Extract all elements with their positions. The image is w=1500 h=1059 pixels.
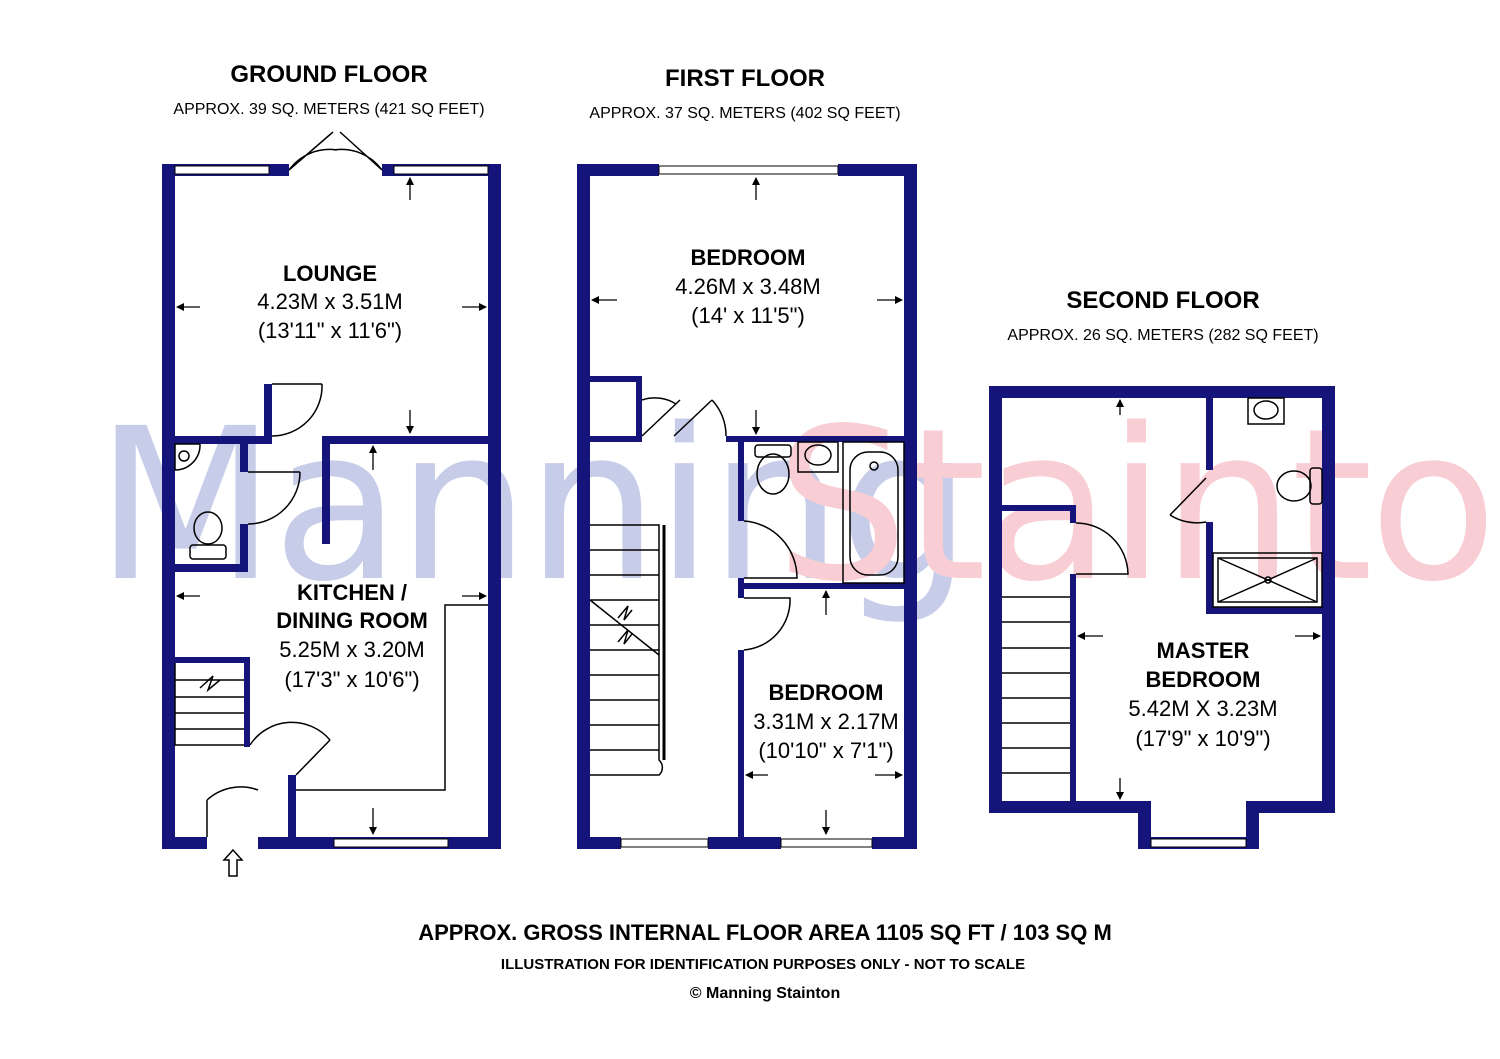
master-bedroom-label-line2: BEDROOM [1146, 667, 1261, 692]
first-floor-plan: BEDROOM 4.26M x 3.48M (14' x 11'5") BEDR… [577, 164, 917, 849]
master-bedroom-size-metric: 5.42M X 3.23M [1128, 696, 1277, 721]
second-ensuite-fixtures [1212, 397, 1323, 608]
second-floor-walls [989, 386, 1335, 849]
lounge-label: LOUNGE [283, 261, 377, 286]
master-bedroom-label-line1: MASTER [1157, 638, 1250, 663]
second-floor-plan: MASTER BEDROOM 5.42M X 3.23M (17'9" x 10… [989, 386, 1335, 849]
first-bathroom-fixtures [754, 441, 905, 584]
copyright: © Manning Stainton [690, 985, 840, 1002]
second-floor-area: APPROX. 26 SQ. METERS (282 SQ FEET) [1007, 327, 1318, 344]
bedroom-1-size-metric: 4.26M x 3.48M [675, 274, 821, 299]
ground-dimension-arrows [176, 177, 487, 835]
second-dimension-arrows [1077, 399, 1321, 800]
second-floor-title: SECOND FLOOR [1066, 287, 1259, 314]
ground-floor-title: GROUND FLOOR [230, 61, 427, 88]
first-floor-area: APPROX. 37 SQ. METERS (402 SQ FEET) [589, 105, 900, 122]
first-floor-walls [577, 164, 917, 849]
kitchen-label-line2: DINING ROOM [276, 608, 428, 633]
kitchen-size-imperial: (17'3" x 10'6") [284, 667, 419, 692]
bedroom-2-size-imperial: (10'10" x 7'1") [758, 738, 893, 763]
ground-floor-plan: LOUNGE 4.23M x 3.51M (13'11" x 11'6") KI… [162, 131, 501, 877]
master-bedroom-size-imperial: (17'9" x 10'9") [1135, 726, 1270, 751]
ground-floor-area: APPROX. 39 SQ. METERS (421 SQ FEET) [173, 101, 484, 118]
kitchen-label-line1: KITCHEN / [297, 580, 407, 605]
entrance-arrow-icon [222, 848, 244, 877]
total-floor-area: APPROX. GROSS INTERNAL FLOOR AREA 1105 S… [418, 920, 1112, 945]
watermark-stainton: Stainton [775, 383, 1500, 628]
first-dimension-arrows [591, 177, 903, 835]
ground-stairs [174, 663, 244, 746]
lounge-size-metric: 4.23M x 3.51M [257, 289, 403, 314]
wc-fixtures [174, 443, 227, 560]
first-floor-title: FIRST FLOOR [665, 65, 825, 92]
bedroom-1-label: BEDROOM [691, 245, 806, 270]
bedroom-2-label: BEDROOM [769, 680, 884, 705]
kitchen-size-metric: 5.25M x 3.20M [279, 637, 425, 662]
disclaimer: ILLUSTRATION FOR IDENTIFICATION PURPOSES… [501, 956, 1025, 973]
second-stairs [1002, 596, 1070, 774]
bedroom-2-size-metric: 3.31M x 2.17M [753, 709, 899, 734]
bedroom-1-size-imperial: (14' x 11'5") [691, 303, 805, 328]
watermark: Manning Stainton [95, 383, 1500, 628]
first-stairs [589, 524, 666, 776]
lounge-size-imperial: (13'11" x 11'6") [258, 318, 402, 343]
